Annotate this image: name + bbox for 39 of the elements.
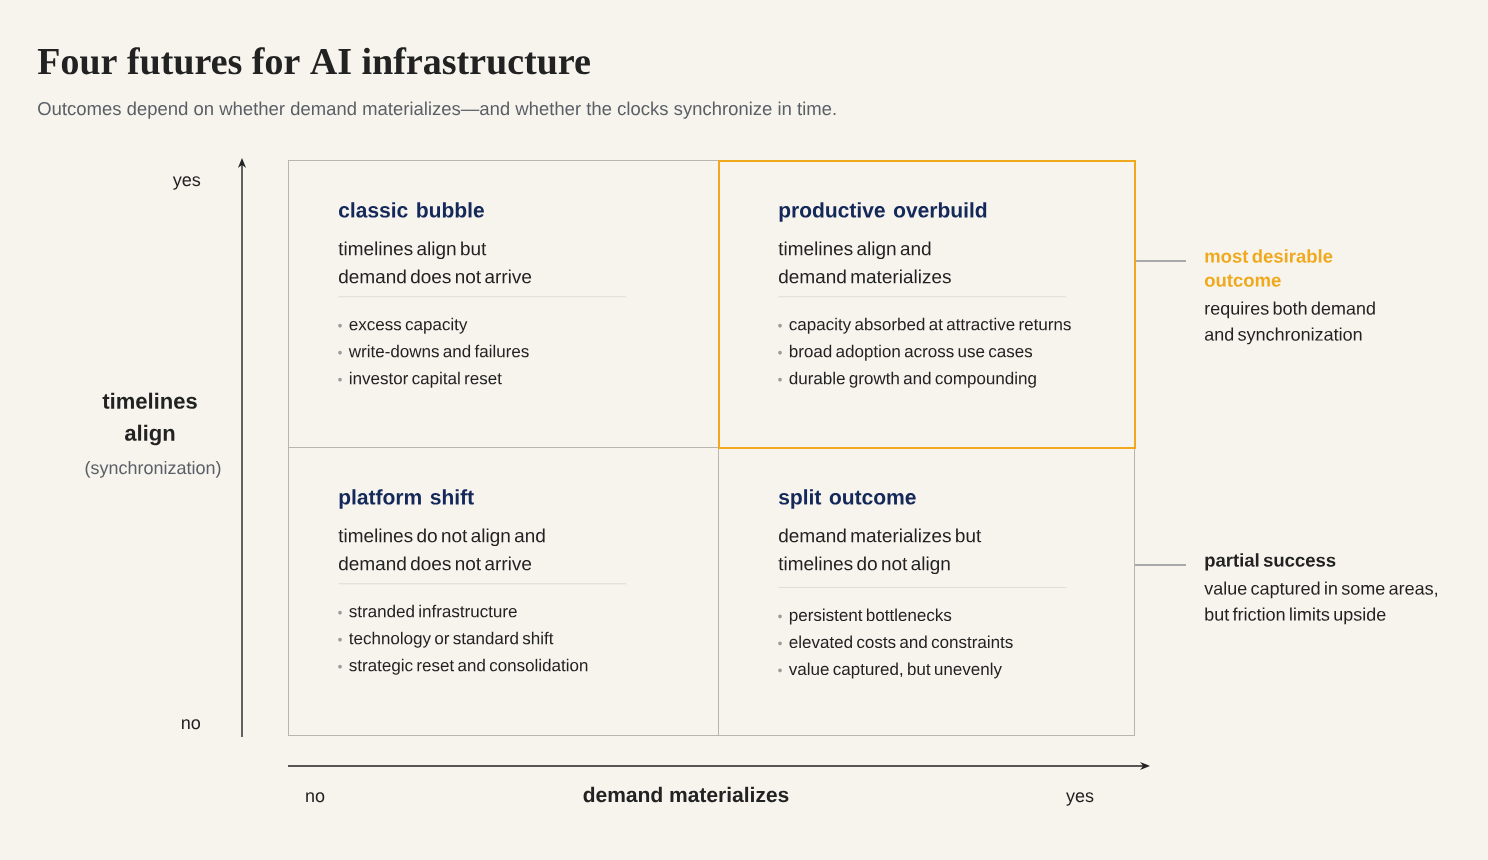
leader-line [1134,564,1187,566]
bullet-item: elevated costs and constraints [789,635,1013,649]
quadrant-description: timelines align and demand materializes [778,241,951,284]
bullet-item: persistent bottlenecks [789,608,952,625]
callout-text: value captured in some areas, but friction limits upside [1204,581,1437,625]
bullet-item: value captured, but unevenly [788,662,1002,679]
axis-tick-label: no [306,792,325,803]
bullet-item: investor capital reset [349,371,502,388]
bullet-item: excess capacity [349,317,468,334]
quadrant-description: demand materializes but timelines do not align [778,528,982,575]
axis-title: demand materializes [583,786,789,803]
leader-line [1135,260,1187,262]
axis-title: timelines align [102,392,197,446]
bullet-item: strategic reset and consolidation [349,658,588,675]
bullet-item: stranded infrastructure [349,604,517,618]
subtitle: Outcomes depend on whether demand materializes—and whether the clocks synchronize in time. [38,101,836,119]
axis-tick-label: yes [172,176,201,190]
title: Four futures for AI infrastructure [37,47,590,75]
bullet-item: broad adoption across use cases [789,344,1033,361]
quadrant-heading: platform shift [339,489,474,509]
quadrant-box [288,160,719,448]
quadrant-box [718,160,1136,449]
quadrant-description: timelines do not align and demand does not arrive [338,528,545,571]
axis-tick-label: yes [1066,792,1094,806]
bullet-item: technology or standard shift [349,631,554,648]
quadrant-box [718,447,1135,736]
quadrant-heading: productive overbuild [779,202,987,222]
callout-heading: most desirable outcome [1204,249,1333,287]
quadrant-heading: split outcome [778,489,916,509]
bullet-item: capacity absorbed at attractive returns [789,317,1071,334]
bullet-item: write-downs and failures [348,344,529,358]
axis-tick-label: no [181,719,201,730]
bullet-item: durable growth and compounding [789,371,1036,388]
axis-note: (synchronization) [85,460,221,478]
callout-text: requires both demand and synchronization [1205,301,1375,345]
quadrant-box [288,447,719,736]
callout-heading: partial success [1205,553,1336,571]
quadrant-heading: classic bubble [339,202,484,218]
quadrant-description: timelines align but demand does not arrive [338,241,532,284]
